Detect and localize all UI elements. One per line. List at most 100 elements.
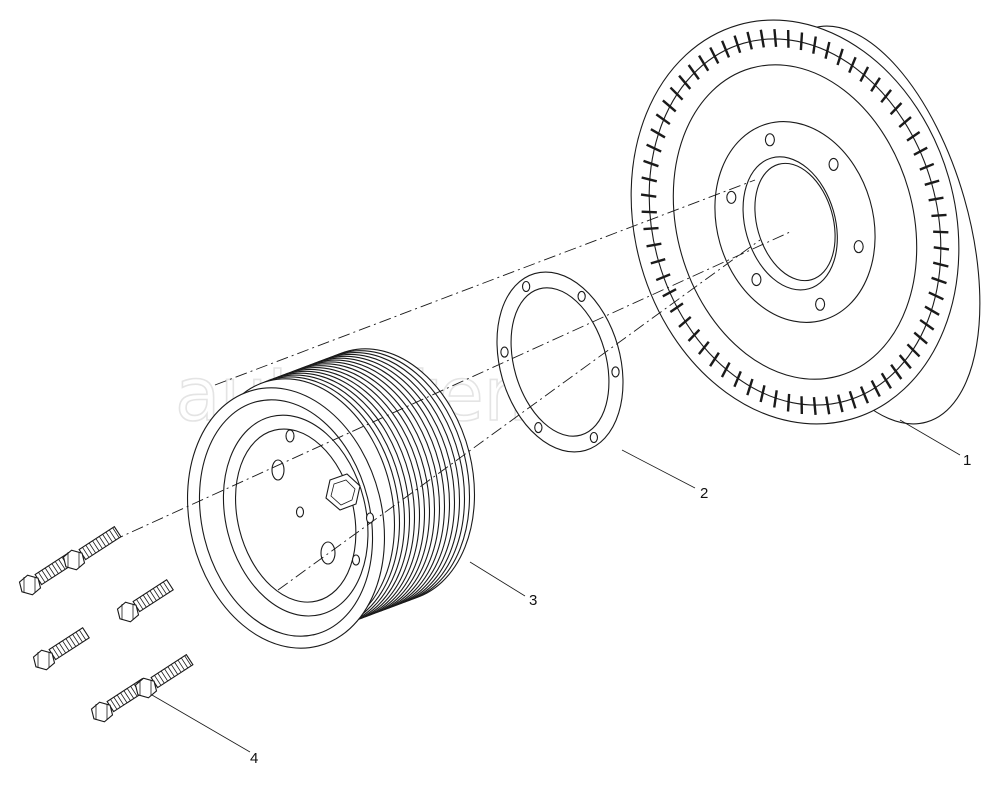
tone-slot	[646, 143, 662, 153]
tone-slot	[643, 159, 659, 168]
tone-slot	[709, 46, 720, 65]
pulley-hole	[285, 429, 295, 443]
tone-slot	[890, 364, 903, 380]
mounting-holes	[726, 133, 864, 311]
tone-slot	[859, 386, 870, 404]
tone-slot	[720, 362, 731, 378]
tone-slot	[931, 213, 947, 218]
tone-slot	[650, 258, 666, 265]
tone-slot	[824, 41, 831, 59]
tone-slot	[759, 29, 765, 48]
tone-slot	[906, 343, 921, 358]
ring-holes	[500, 280, 620, 444]
tone-slot	[687, 64, 700, 80]
callout-3: 3	[529, 592, 537, 609]
ring-hole	[534, 422, 543, 434]
bolt	[116, 578, 174, 623]
part-3-pulley	[186, 348, 476, 649]
tone-slot	[898, 116, 912, 128]
pulley-hole	[295, 506, 305, 518]
tone-slot	[848, 56, 857, 74]
bolt	[32, 626, 90, 671]
tone-slot	[746, 378, 754, 396]
mounting-hole	[764, 133, 775, 147]
tone-slot	[655, 113, 671, 126]
tone-slot	[812, 36, 817, 54]
tone-slot	[924, 179, 940, 186]
mounting-hole	[853, 240, 864, 254]
tone-slot	[746, 31, 753, 50]
ring-hole	[577, 290, 586, 302]
tone-slot	[697, 340, 710, 355]
tone-slot	[759, 385, 766, 403]
tone-slot	[646, 242, 662, 248]
ring-hole	[521, 280, 531, 293]
tone-slot	[919, 162, 935, 171]
tone-slot	[928, 196, 944, 202]
tone-slot	[655, 273, 671, 282]
tone-slot	[733, 370, 742, 388]
tone-slot	[786, 393, 791, 412]
tone-wheel-slots	[640, 29, 950, 415]
ring-hole	[589, 431, 599, 444]
pulley-holes	[271, 429, 375, 566]
callout-2: 2	[700, 485, 708, 502]
tone-slot	[825, 396, 831, 415]
tone-slot	[669, 86, 684, 101]
tone-slot	[880, 89, 893, 104]
pulley-hole	[271, 459, 285, 481]
tone-slot	[773, 390, 778, 408]
center-lines	[91, 179, 791, 591]
tone-slot	[906, 131, 921, 142]
tone-slot	[924, 305, 940, 316]
tone-slot	[662, 288, 677, 298]
tone-slot	[919, 318, 935, 331]
tone-slot	[898, 354, 912, 370]
tone-slot	[933, 246, 950, 251]
tone-slot	[837, 394, 844, 413]
tone-slot	[720, 40, 731, 58]
tone-slot	[859, 66, 870, 82]
tone-slot	[641, 176, 658, 183]
mounting-hole	[751, 273, 762, 287]
tone-slot	[678, 316, 692, 328]
bolt	[62, 525, 122, 571]
tone-slot	[880, 372, 892, 390]
mounting-hole	[828, 157, 839, 171]
tone-slot	[773, 29, 778, 48]
tone-slot	[933, 230, 949, 234]
tone-slot	[662, 99, 677, 113]
tone-slot	[678, 74, 692, 90]
tone-slot	[640, 193, 657, 198]
tone-slot	[687, 328, 701, 342]
callout-4: 4	[250, 750, 258, 767]
mounting-hole	[815, 297, 826, 311]
callout-1: 1	[963, 452, 971, 469]
tone-slot	[698, 54, 710, 72]
tone-slot	[870, 379, 881, 398]
ring-hole	[500, 346, 509, 358]
leader-lines	[151, 419, 961, 753]
hex-nut	[325, 473, 361, 511]
pulley-hole	[351, 554, 361, 566]
tone-slot	[913, 331, 928, 345]
mounting-hole	[726, 190, 737, 204]
tone-slot	[669, 302, 684, 313]
tone-slot	[848, 390, 857, 409]
tone-slot	[836, 48, 844, 66]
tone-slot	[643, 226, 659, 231]
tone-slot	[928, 291, 944, 301]
bolt	[134, 653, 194, 699]
tone-slot	[913, 146, 928, 156]
tone-slot	[812, 396, 817, 415]
tone-slot	[650, 128, 666, 139]
part-4-bolts	[18, 525, 194, 723]
tone-slot	[709, 352, 720, 367]
ring-hole	[611, 366, 620, 378]
tone-slot	[870, 77, 881, 92]
tone-slot	[641, 210, 657, 214]
tone-slot	[799, 32, 804, 51]
callout-labels: 1 2 3 4	[250, 452, 971, 767]
pulley-hole	[320, 541, 336, 565]
